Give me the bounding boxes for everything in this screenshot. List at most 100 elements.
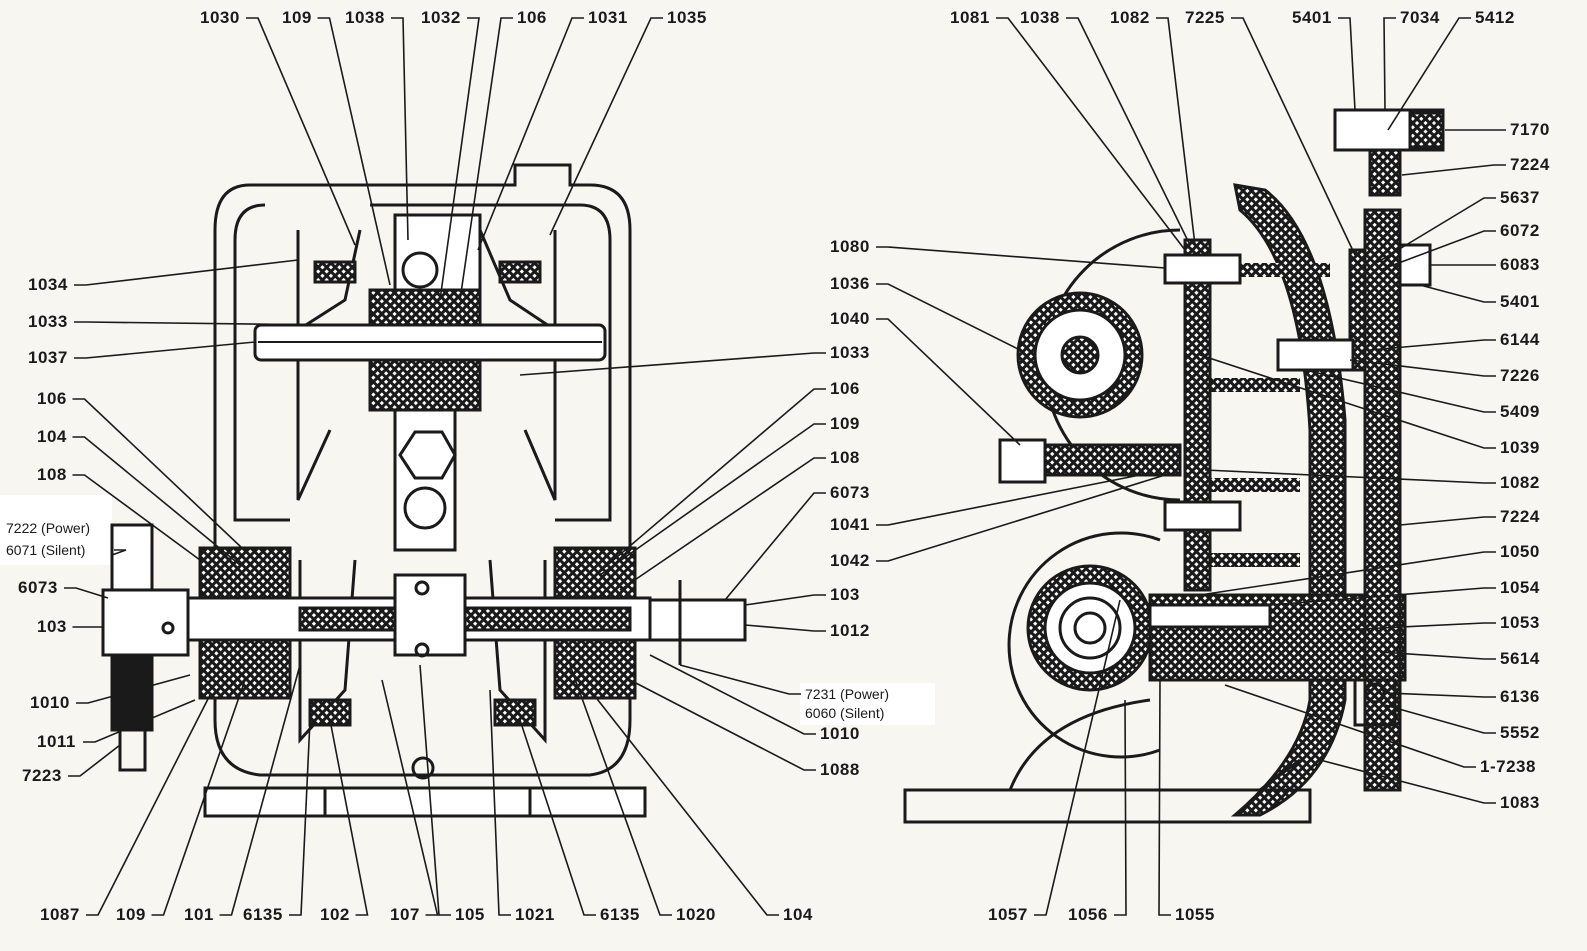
leader-line bbox=[1199, 354, 1496, 449]
leader-line bbox=[74, 321, 331, 326]
bolt-1080 bbox=[1163, 253, 1242, 285]
part-label: 6073 bbox=[18, 578, 58, 597]
part-label: 7224 bbox=[1510, 155, 1550, 174]
part-label: 5412 bbox=[1475, 8, 1515, 27]
right-machine-side-view bbox=[903, 108, 1445, 824]
leader-line bbox=[219, 664, 301, 916]
leader-line bbox=[1384, 704, 1496, 734]
part-label: 1054 bbox=[1500, 578, 1540, 597]
part-label: 6135 bbox=[243, 905, 283, 924]
part-label: 7224 bbox=[1500, 507, 1540, 526]
leader-line bbox=[246, 17, 356, 246]
part-label: 107 bbox=[390, 905, 420, 924]
leader-line bbox=[151, 679, 246, 916]
part-label: 1021 bbox=[515, 905, 555, 924]
vertical-plate bbox=[1183, 238, 1212, 592]
part-label: 1010 bbox=[820, 724, 860, 743]
leader-line bbox=[289, 719, 311, 916]
belt-upper-left bbox=[313, 260, 357, 284]
leader-line bbox=[76, 674, 191, 704]
leader-line bbox=[876, 474, 1141, 526]
part-label: 5401 bbox=[1500, 292, 1540, 311]
part-label: 1032 bbox=[421, 8, 461, 27]
bolt-6083 bbox=[1398, 243, 1432, 287]
part-label: 1033 bbox=[830, 343, 870, 362]
belt-lower-right bbox=[493, 698, 537, 727]
part-label: 7231 (Power) bbox=[805, 686, 890, 702]
part-label: 5637 bbox=[1500, 188, 1540, 207]
leader-line bbox=[1367, 197, 1496, 269]
part-label: 1056 bbox=[1068, 905, 1108, 924]
part-label: 7223 bbox=[22, 766, 62, 785]
part-label: 1030 bbox=[200, 8, 240, 27]
leader-line bbox=[72, 436, 241, 566]
leader-line bbox=[1231, 17, 1356, 256]
leader-line bbox=[1158, 679, 1171, 916]
lower-pulley-outline bbox=[1007, 531, 1161, 759]
part-label: 1041 bbox=[830, 515, 870, 534]
leader-line bbox=[599, 423, 826, 576]
leader-line bbox=[489, 689, 511, 916]
part-label: 1082 bbox=[1110, 8, 1150, 27]
leader-line bbox=[1066, 17, 1191, 246]
part-label: 6144 bbox=[1500, 330, 1540, 349]
leader-line bbox=[419, 664, 451, 916]
leader-line bbox=[1387, 17, 1471, 131]
part-label: 1031 bbox=[588, 8, 628, 27]
base-foot-left bbox=[203, 786, 327, 818]
part-label: 1088 bbox=[820, 760, 860, 779]
part-label: 1038 bbox=[1020, 8, 1060, 27]
lower-bracket bbox=[1353, 678, 1397, 727]
part-label: 1039 bbox=[1500, 438, 1540, 457]
part-label: 1035 bbox=[667, 8, 707, 27]
leader-line bbox=[744, 594, 826, 606]
part-label: 1040 bbox=[830, 309, 870, 328]
part-label: 105 bbox=[455, 905, 485, 924]
part-label: 1038 bbox=[345, 8, 385, 27]
leader-line bbox=[629, 679, 816, 771]
part-label: 108 bbox=[37, 465, 67, 484]
part-label: 1012 bbox=[830, 621, 870, 640]
part-label: 6072 bbox=[1500, 221, 1540, 240]
part-label: 6135 bbox=[600, 905, 640, 924]
part-label: 6060 (Silent) bbox=[805, 705, 885, 721]
part-label: 1036 bbox=[830, 274, 870, 293]
leader-line bbox=[111, 549, 127, 556]
leader-line bbox=[381, 679, 439, 916]
part-label: 5552 bbox=[1500, 723, 1540, 742]
part-label: 5614 bbox=[1500, 649, 1540, 668]
label-patch bbox=[800, 683, 935, 725]
leader-line bbox=[1114, 699, 1127, 916]
leader-line bbox=[724, 492, 826, 601]
adjust-nut bbox=[401, 251, 439, 289]
part-label: 5409 bbox=[1500, 402, 1540, 421]
part-label: 1011 bbox=[37, 732, 76, 751]
part-label: 7170 bbox=[1510, 120, 1550, 139]
lower-nut bbox=[403, 486, 447, 530]
part-label: 109 bbox=[282, 8, 312, 27]
bolt-lower bbox=[1163, 500, 1242, 532]
part-label: 109 bbox=[116, 905, 146, 924]
leader-line bbox=[519, 352, 826, 376]
part-label: 108 bbox=[830, 448, 860, 467]
casting-ribs bbox=[1205, 263, 1330, 567]
leader-line bbox=[649, 654, 816, 735]
part-label: 1053 bbox=[1500, 613, 1540, 632]
leader-line bbox=[519, 719, 596, 916]
bar-top bbox=[1368, 148, 1402, 197]
part-label: 1042 bbox=[830, 551, 870, 570]
drive-hub bbox=[101, 588, 190, 657]
part-label: 1055 bbox=[1175, 905, 1215, 924]
part-label: 7034 bbox=[1400, 8, 1440, 27]
base bbox=[203, 786, 647, 818]
leader-line bbox=[329, 719, 369, 916]
shaft-end bbox=[648, 598, 747, 642]
part-label: 106 bbox=[830, 379, 860, 398]
part-label: 1057 bbox=[988, 905, 1028, 924]
part-label: 104 bbox=[783, 905, 813, 924]
leader-line bbox=[459, 17, 513, 301]
leader-line bbox=[1224, 684, 1476, 768]
part-label: 1020 bbox=[676, 905, 716, 924]
screw-head bbox=[998, 438, 1047, 484]
frame bbox=[213, 163, 632, 777]
